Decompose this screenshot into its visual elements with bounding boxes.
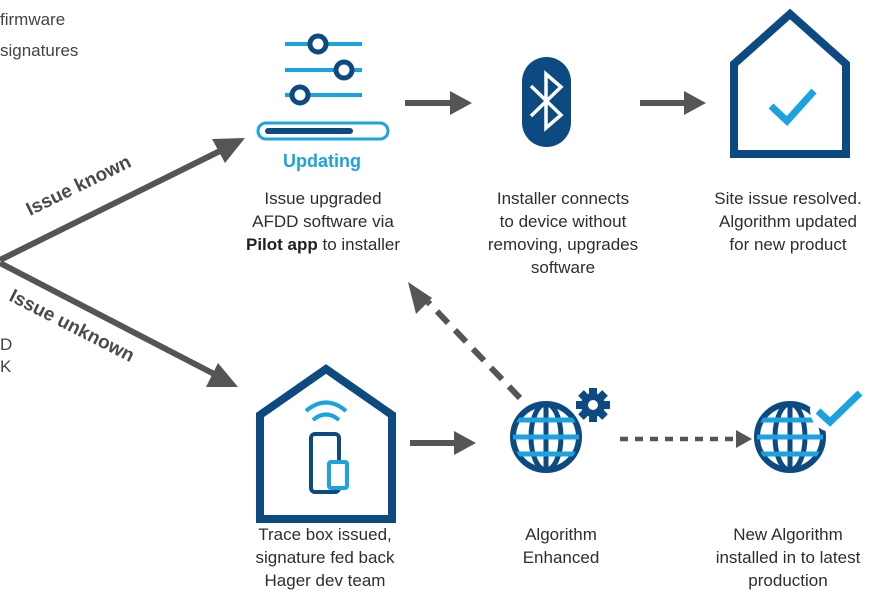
caption-upgrade-line3-rest: to installer (317, 235, 400, 254)
caption-installer-line1: Installer connects (496, 189, 630, 208)
caption-enhanced: Algorithm Enhanced (476, 523, 646, 569)
caption-tracebox: Trace box issued, signature fed back Hag… (210, 523, 440, 592)
caption-enhanced-line1: Algorithm (525, 525, 597, 544)
caption-installer-line2: to device without (499, 212, 627, 231)
caption-installer: Installer connects to device without rem… (448, 187, 678, 279)
caption-tracebox-line3: Hager dev team (264, 571, 386, 590)
caption-tracebox-line1: Trace box issued, (258, 525, 392, 544)
arrow-update-to-installer (405, 91, 472, 115)
caption-resolved-line3: for new product (729, 235, 847, 254)
house-check-icon (730, 8, 850, 158)
house-device-icon (256, 364, 396, 523)
updating-label: Updating (283, 151, 361, 171)
caption-resolved-line2: Algorithm updated (719, 212, 857, 231)
dashed-arrow-enhanced-to-upgrade (408, 282, 523, 401)
bluetooth-icon (522, 57, 571, 147)
caption-upgrade: Issue upgraded AFDD software via Pilot a… (208, 187, 438, 256)
caption-resolved: Site issue resolved. Algorithm updated f… (683, 187, 893, 256)
globe-gear-icon (510, 385, 613, 473)
globe-check-icon (754, 388, 863, 473)
caption-enhanced-line2: Enhanced (522, 548, 600, 567)
caption-installer-line4: software (530, 258, 596, 277)
caption-upgrade-line1: Issue upgraded (264, 189, 382, 208)
arrow-installer-to-resolved (640, 91, 706, 115)
caption-resolved-line1: Site issue resolved. (714, 189, 862, 208)
caption-tracebox-line2: signature fed back (255, 548, 395, 567)
issue-known-label: Issue known (23, 152, 135, 221)
caption-newalgo: New Algorithm installed in to latest pro… (683, 523, 893, 592)
issue-known-arrow (0, 138, 245, 263)
caption-upgrade-line2: AFDD software via (252, 212, 394, 231)
sliders-icon (256, 33, 390, 141)
caption-newalgo-line1: New Algorithm (733, 525, 843, 544)
left-text-firmware: firmware (0, 10, 66, 29)
caption-installer-line3: removing, upgrades (487, 235, 639, 254)
left-text-d: D (0, 335, 13, 354)
caption-newalgo-line3: production (748, 571, 828, 590)
left-text-signatures: signatures (0, 41, 79, 60)
caption-newalgo-line2: installed in to latest (715, 548, 861, 567)
caption-upgrade-line3: Pilot app to installer (208, 233, 438, 256)
arrow-tracebox-to-enhanced (410, 431, 476, 455)
issue-unknown-arrow (0, 260, 238, 387)
left-text-k: K (0, 357, 12, 376)
dotted-arrow-enhanced-to-newalgo (620, 430, 752, 448)
pilot-app-label: Pilot app (246, 235, 318, 254)
